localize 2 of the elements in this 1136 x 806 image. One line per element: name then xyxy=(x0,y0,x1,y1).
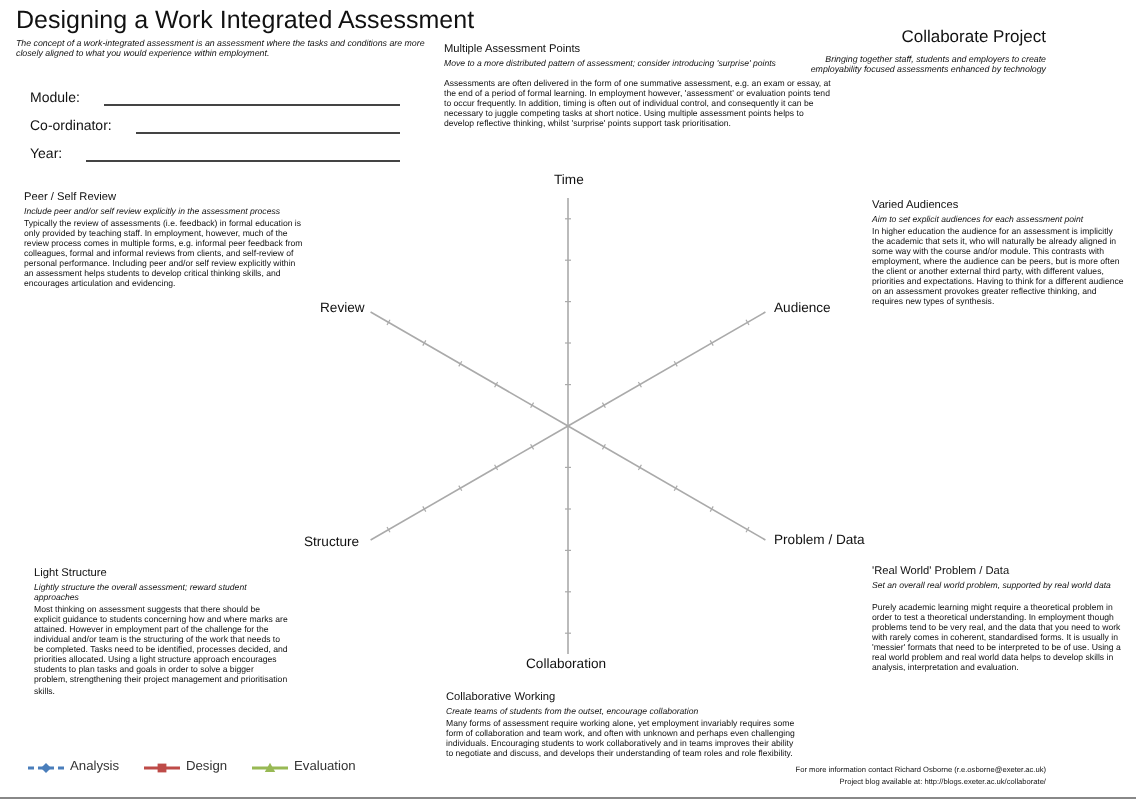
project-title: Collaborate Project xyxy=(899,26,1046,47)
title: Designing a Work Integrated Assessment xyxy=(16,6,475,36)
